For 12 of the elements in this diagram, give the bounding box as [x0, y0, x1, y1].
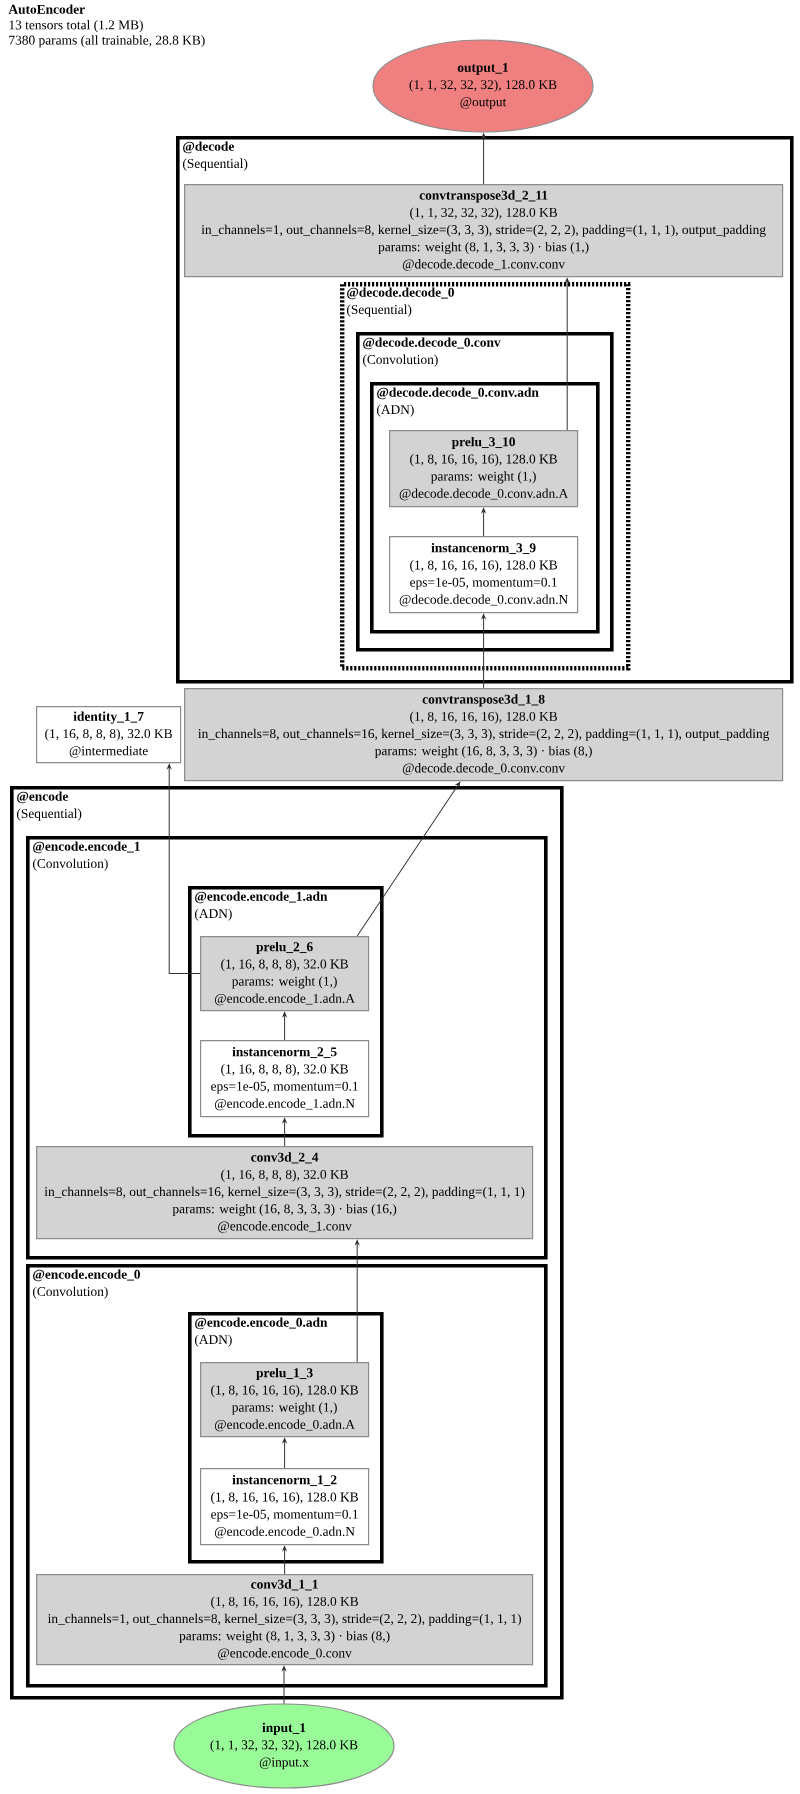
- arrow: [282, 1118, 287, 1147]
- arrow: [282, 1666, 286, 1704]
- arrow: [481, 614, 486, 689]
- arrow: [282, 1438, 287, 1469]
- arrow: [481, 508, 486, 537]
- arrow: [481, 133, 486, 185]
- arrow: [167, 764, 201, 975]
- arrow: [282, 1546, 287, 1575]
- arrow: [282, 1012, 287, 1041]
- arrow: [355, 1240, 360, 1363]
- arrow: [356, 781, 461, 937]
- arrow: [565, 278, 570, 431]
